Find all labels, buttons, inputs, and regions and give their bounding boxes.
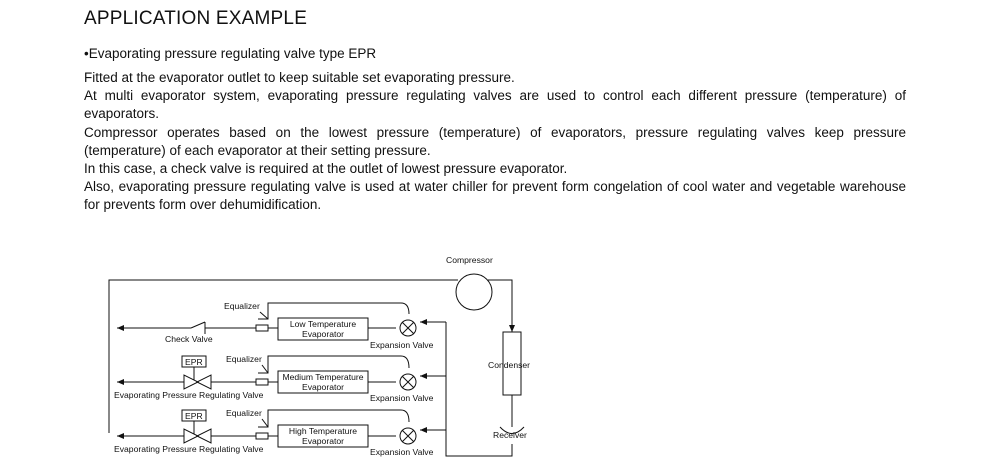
discharge-line xyxy=(488,279,515,332)
compressor-symbol xyxy=(455,273,493,311)
receiver-symbol xyxy=(499,426,525,434)
liquid-line xyxy=(445,322,513,457)
expansion-valve-low-symbol xyxy=(399,319,417,337)
suction-line xyxy=(108,279,458,433)
receiver-label: Receiver xyxy=(493,430,527,440)
check-valve-label: Check Valve xyxy=(165,334,213,344)
epr-tag-high: EPR xyxy=(185,411,203,421)
evaporator-low-label-1: Low Temperature xyxy=(290,319,356,329)
paragraph-4: In this case, a check valve is required … xyxy=(84,161,568,177)
equalizer-line-medium xyxy=(258,355,410,374)
description-text: Fitted at the evaporator outlet to keep … xyxy=(84,69,906,215)
condenser-symbol xyxy=(502,331,522,396)
evaporator-medium-label-1: Medium Temperature xyxy=(282,372,363,382)
paragraph-1: Fitted at the evaporator outlet to keep … xyxy=(84,70,515,85)
expansion-valve-medium-symbol xyxy=(399,373,417,391)
evaporator-medium xyxy=(277,370,369,394)
evaporator-medium-label-2: Evaporator xyxy=(302,382,344,392)
epr-valve-label-medium: Evaporating Pressure Regulating Valve xyxy=(114,390,264,400)
compressor-label: Compressor xyxy=(446,255,493,265)
evaporator-high xyxy=(277,424,369,448)
paragraph-5: Also, evaporating pressure regulating va… xyxy=(84,179,906,213)
expansion-valve-label-low: Expansion Valve xyxy=(370,340,434,350)
evaporator-high-label-1: High Temperature xyxy=(289,426,357,436)
equalizer-line-high xyxy=(258,409,410,428)
bullet-item: •Evaporating pressure regulating valve t… xyxy=(84,46,376,61)
epr-valve-label-high: Evaporating Pressure Regulating Valve xyxy=(114,444,264,454)
evaporator-low-label-2: Evaporator xyxy=(302,329,344,339)
equalizer-line-low xyxy=(258,302,410,320)
evaporator-low xyxy=(277,317,369,341)
equalizer-label-medium: Equalizer xyxy=(226,354,262,364)
expansion-valve-label-medium: Expansion Valve xyxy=(370,393,434,403)
page-heading: APPLICATION EXAMPLE xyxy=(84,8,308,29)
epr-valve-high-symbol xyxy=(181,409,212,444)
epr-tag-medium: EPR xyxy=(185,357,203,367)
check-valve-symbol xyxy=(190,321,206,334)
condenser-label: Condenser xyxy=(488,360,530,370)
paragraph-2: At multi evaporator system, evaporating … xyxy=(84,88,906,122)
paragraph-3: Compressor operates based on the lowest … xyxy=(84,124,906,158)
equalizer-label-high: Equalizer xyxy=(226,408,262,418)
evaporator-high-label-2: Evaporator xyxy=(302,436,344,446)
equalizer-label-low: Equalizer xyxy=(224,301,260,311)
bullet-text: Evaporating pressure regulating valve ty… xyxy=(88,46,377,61)
expansion-valve-label-high: Expansion Valve xyxy=(370,447,434,457)
epr-valve-medium-symbol xyxy=(181,355,212,390)
expansion-valve-high-symbol xyxy=(399,427,417,445)
bullet-symbol: • xyxy=(84,46,89,61)
